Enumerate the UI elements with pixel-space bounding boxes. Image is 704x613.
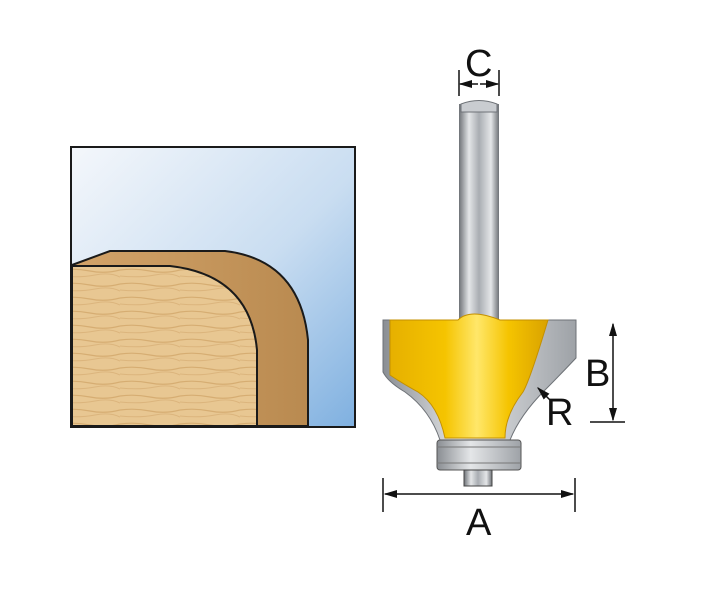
shank [459,104,499,320]
dimension-a: A [382,478,576,544]
dimension-label-a: A [466,502,492,544]
dimension-label-c: C [465,43,492,85]
dimension-r: R [537,387,573,434]
router-bit [382,100,577,487]
dimension-c: C [458,43,500,96]
profile-panel [70,146,356,428]
dimension-b: B [585,322,625,423]
dimension-label-r: R [546,392,573,434]
dimension-label-b: B [585,353,610,395]
